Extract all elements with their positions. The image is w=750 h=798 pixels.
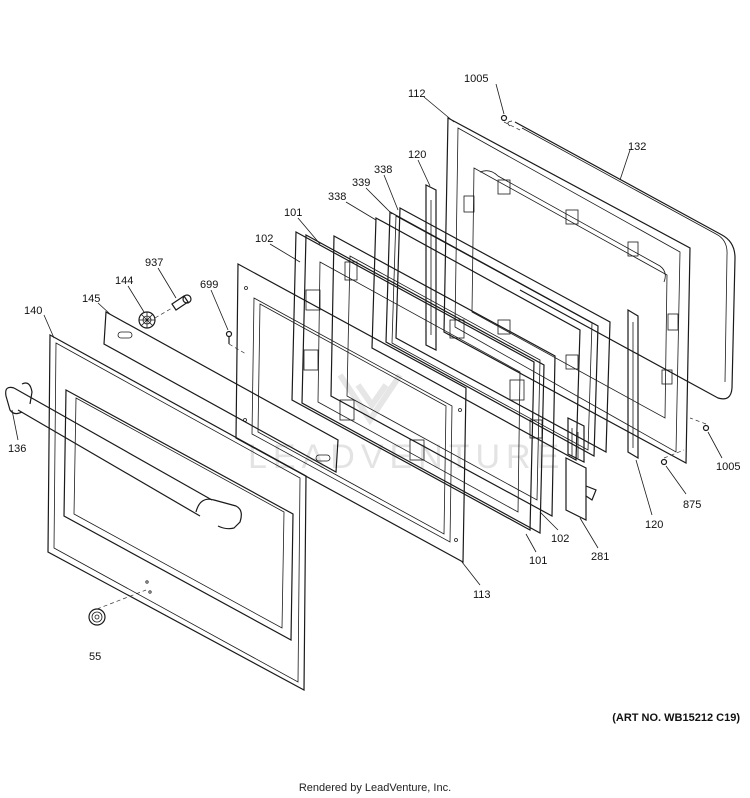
part-875-screw: [660, 458, 668, 466]
callout-120-bottom: 120: [645, 519, 663, 531]
part-338-glass-front: [371, 217, 581, 461]
callout-102-top: 102: [255, 233, 273, 245]
callout-281: 281: [591, 551, 609, 563]
part-140-outer-door: [47, 333, 307, 692]
callout-113: 113: [473, 589, 491, 601]
part-281-hinge: [565, 417, 597, 521]
part-120-bracket-right: [627, 308, 639, 460]
callout-937: 937: [145, 257, 163, 269]
watermark-text: LEADVENTURE: [248, 438, 565, 476]
part-113-middle-panel: [235, 262, 467, 564]
callout-labels: 1005 112 132 120 338 339 338 101 102 937…: [8, 73, 740, 663]
callout-101-top: 101: [284, 207, 302, 219]
callout-1005-top: 1005: [464, 73, 488, 85]
callout-699: 699: [200, 279, 218, 291]
part-937-screw: [171, 294, 192, 311]
leader-lines: [11, 83, 723, 586]
part-145-insulation: [103, 311, 339, 473]
callout-875: 875: [683, 499, 701, 511]
part-120-bracket-left: [425, 184, 437, 351]
callout-145: 145: [82, 293, 100, 305]
callout-132: 132: [628, 141, 646, 153]
part-132-gasket: [507, 120, 736, 400]
art-number: (ART NO. WB15212 C19): [612, 712, 740, 724]
part-338-glass-rear: [395, 207, 611, 453]
callout-102-bottom: 102: [551, 533, 569, 545]
part-112-inner-panel: [443, 117, 691, 464]
callout-101-bottom: 101: [529, 555, 547, 567]
part-55-fastener: [88, 608, 106, 626]
callout-55: 55: [89, 651, 101, 663]
alignment-lines: [96, 121, 707, 610]
part-1005-screw-right: [702, 424, 710, 432]
callout-120-top: 120: [408, 149, 426, 161]
callout-112: 112: [408, 88, 426, 100]
part-136-handle: [5, 382, 242, 530]
callout-338-a: 338: [374, 164, 392, 176]
part-699-screw: [225, 330, 233, 344]
callout-1005-right: 1005: [716, 461, 740, 473]
callout-144: 144: [115, 275, 133, 287]
part-101-spacer: [291, 231, 545, 534]
callout-338-b: 338: [328, 191, 346, 203]
watermark: LEADVENTURE: [248, 373, 565, 476]
watermark-logo: [337, 373, 403, 426]
part-1005-screw-top: [500, 114, 508, 122]
part-144-gear: [138, 311, 156, 329]
callout-136: 136: [8, 443, 26, 455]
callout-140: 140: [24, 305, 42, 317]
callout-339: 339: [352, 177, 370, 189]
footer-credit: Rendered by LeadVenture, Inc.: [298, 782, 452, 794]
